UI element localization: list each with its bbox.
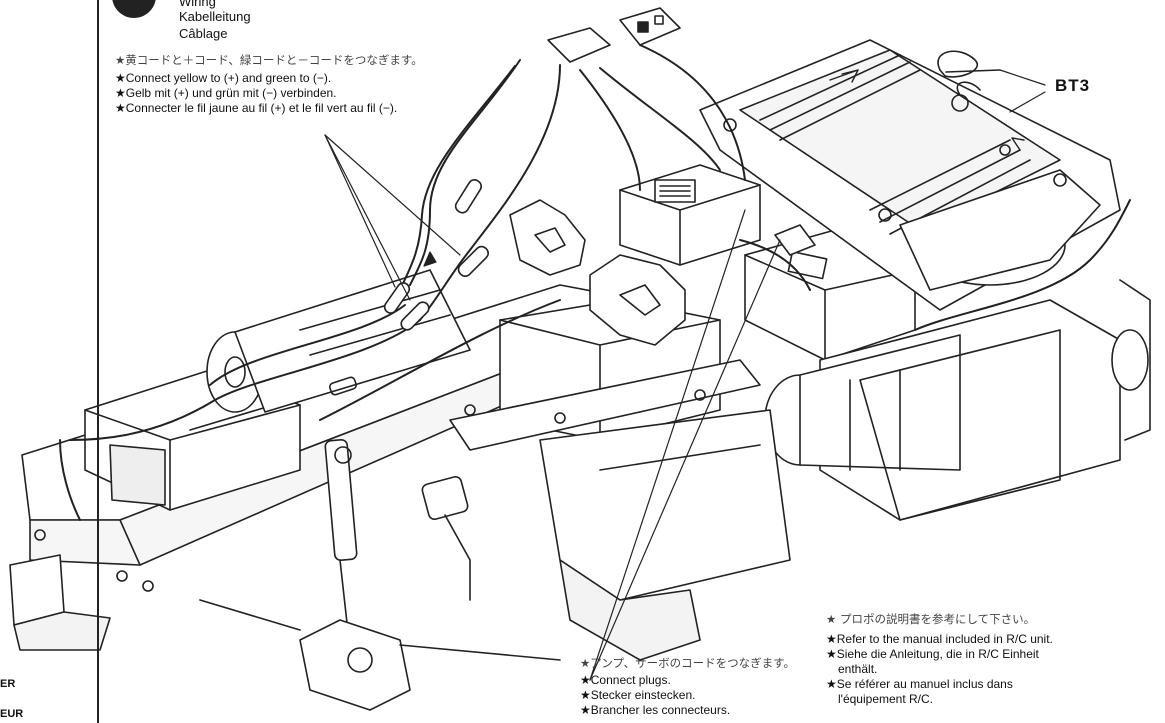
step-title-de: Kabelleitung (179, 9, 251, 24)
speed-controller (619, 164, 761, 266)
plugs-note-de: ★Stecker einstecken. (580, 688, 696, 702)
plugs-note-fr: ★Brancher les connecteurs. (580, 703, 731, 717)
leader-lines (324, 69, 1046, 681)
plug-connectors (547, 7, 681, 63)
wiring-note-fr: ★Connecter le fil jaune au fil (+) et le… (115, 101, 398, 115)
edge-fragment-1: ER (0, 678, 16, 690)
edge-fragment-2: EUR (0, 708, 24, 720)
bullet-connectors (383, 179, 489, 331)
manual-note-en: ★Refer to the manual included in R/C uni… (826, 632, 1053, 646)
battery-tray (699, 39, 1121, 311)
step-number-badge (112, 0, 156, 18)
plugs-note-en: ★Connect plugs. (580, 673, 671, 687)
manual-note-de: ★Siehe die Anleitung, die in R/C Einheit (826, 647, 1039, 661)
margin-rule (97, 0, 99, 723)
motor-cylinder (206, 269, 471, 413)
manual-note-jp: ★ プロポの説明書を参考にして下さい。 (826, 612, 1036, 626)
wiring-note-de: ★Gelb mit (+) und grün mit (−) verbinden… (115, 86, 337, 100)
part-label-bt3: BT3 (1055, 76, 1091, 95)
manual-note-fr-cont: l'équipement R/C. (838, 692, 934, 706)
wiring-harness (59, 44, 1131, 521)
front-suspension (199, 438, 561, 711)
arrow-marks (829, 69, 1025, 151)
wiring-note-en: ★Connect yellow to (+) and green to (−). (115, 71, 332, 85)
manual-note-fr: ★Se référer au manuel inclus dans (826, 677, 1013, 691)
body-clips (937, 50, 1001, 112)
wiring-note-jp: ★黄コードと＋コード、緑コードと－コードをつなぎます。 (115, 53, 423, 67)
manual-note-de-cont: enthält. (838, 662, 878, 676)
plugs-note-jp: ★アンプ、サーボのコードをつなぎます。 (580, 656, 796, 670)
right-frame (764, 279, 1151, 521)
step-title-en: Wiring (179, 0, 216, 9)
step-title-fr: Câblage (179, 26, 228, 41)
